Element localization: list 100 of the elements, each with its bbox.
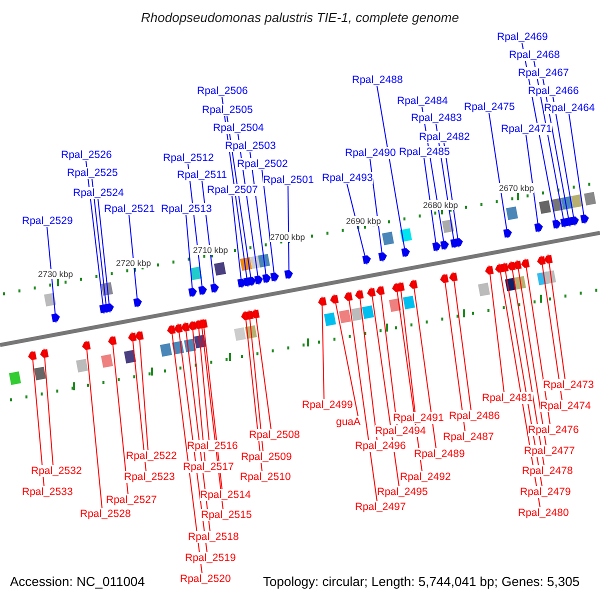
gene-glyph [344, 292, 353, 302]
gene-label: Rpal_2464 [544, 102, 595, 114]
gene-label: Rpal_2510 [240, 471, 291, 483]
gene-label: Rpal_2467 [518, 67, 569, 79]
gene-label: Rpal_2528 [80, 508, 131, 520]
gene-glyph [330, 294, 339, 304]
gene-glyph [513, 260, 522, 270]
gene-label: Rpal_2491 [393, 412, 444, 424]
gene-label: Rpal_2508 [249, 429, 300, 441]
leader-line [334, 294, 358, 416]
gene-label: Rpal_2471 [501, 123, 552, 135]
leader-line [138, 330, 148, 450]
leader-line [488, 112, 508, 238]
gene-glyph [181, 322, 190, 332]
gene-glyph [570, 216, 579, 226]
gene-label: Rpal_2469 [497, 31, 548, 43]
gene-label: Rpal_2484 [397, 95, 448, 107]
gene-glyph [40, 349, 49, 358]
gene-label: Rpal_2527 [106, 494, 157, 506]
leader-line [412, 279, 436, 448]
gene-glyph [355, 290, 364, 299]
gene-label: Rpal_2486 [449, 410, 500, 422]
leader-line [198, 319, 210, 440]
gene-label: Rpal_2476 [528, 424, 579, 436]
gene-glyph [188, 288, 197, 297]
leader-line [348, 291, 378, 502]
gene-glyph [254, 275, 263, 284]
gene-glyph [552, 220, 561, 228]
gene-label: Rpal_2501 [263, 174, 314, 186]
leader-line [424, 158, 438, 252]
scale-label: 2710 kbp [193, 245, 228, 255]
scale-label: 2720 kbp [116, 258, 151, 268]
gene-glyph [376, 286, 385, 296]
gene-glyph [409, 280, 418, 289]
gene-glyph [318, 297, 327, 306]
gene-label: Rpal_2506 [197, 85, 248, 97]
gene-label: Rpal_2489 [414, 448, 465, 460]
gene-label: Rpal_2512 [163, 152, 214, 164]
scale-label: 2700 kbp [270, 232, 305, 242]
leader-line [548, 254, 566, 380]
gene-label: Rpal_2481 [482, 392, 533, 404]
gene-glyph [128, 332, 137, 342]
gene-label: Rpal_2483 [411, 112, 462, 124]
leader-line [540, 255, 562, 400]
leader-line [526, 134, 540, 233]
leader-line [524, 258, 550, 424]
leader-line [380, 285, 398, 426]
leader-line [132, 332, 146, 472]
gene-glyph [503, 228, 512, 238]
gene-label: Rpal_2493 [322, 172, 373, 184]
gene-label: Rpal_2480 [518, 507, 569, 519]
gene-glyph [133, 298, 142, 307]
gene-label: Rpal_2533 [22, 486, 73, 498]
gene-label: Rpal_2482 [419, 131, 470, 143]
gene-glyph [167, 325, 176, 334]
gene-label: Rpal_2468 [509, 49, 560, 61]
leader-line [358, 289, 378, 440]
gene-label: Rpal_2503 [225, 140, 276, 152]
gene-label: Rpal_2532 [31, 465, 82, 477]
gene-label: Rpal_2523 [124, 471, 175, 483]
leader-line [192, 320, 206, 462]
gene-label: Rpal_2520 [180, 573, 231, 585]
gene-label: Rpal_2507 [207, 184, 258, 196]
leader-line [288, 186, 290, 280]
gene-glyph [135, 331, 144, 340]
scale-label: 2690 kbp [346, 216, 381, 226]
gene-glyph [251, 310, 260, 318]
leader-line [370, 287, 400, 486]
gene-label: Rpal_2518 [188, 531, 239, 543]
gene-label: Rpal_2496 [355, 440, 406, 452]
gene-label: Rpal_2514 [200, 489, 251, 501]
gene-glyph [544, 254, 553, 264]
gene-label: Rpal_2511 [177, 169, 228, 181]
gene-glyph [51, 313, 60, 322]
gene-label: Rpal_2517 [183, 461, 234, 473]
leader-line [46, 226, 56, 324]
gene-glyph [521, 259, 530, 268]
gene-label: Rpal_2509 [241, 451, 292, 463]
gene-glyph [362, 255, 371, 264]
gene-label: Rpal_2497 [355, 501, 406, 513]
gene-glyph [401, 248, 410, 257]
gene-label: Rpal_2499 [302, 399, 353, 411]
gene-label: Rpal_2529 [22, 215, 73, 227]
genome-summary-text: Topology: circular; Length: 5,744,041 bp; Genes: 5,305 [263, 574, 580, 589]
gene-label: Rpal_2474 [540, 400, 591, 412]
leader-line [552, 96, 576, 226]
gene-glyph [396, 282, 405, 292]
gene-glyph [454, 238, 463, 247]
scale-label: 2730 kbp [38, 269, 73, 279]
gene-glyph [262, 274, 271, 283]
leader-line [346, 184, 368, 265]
leader-line [248, 310, 264, 452]
gene-label: Rpal_2504 [213, 122, 264, 134]
chart-title: Rhodopseudomonas palustris TIE-1, complete genome [140, 10, 460, 25]
leader-line [44, 348, 54, 466]
gene-glyph [210, 284, 219, 292]
gene-glyph [500, 263, 509, 272]
gene-label: Rpal_2475 [464, 101, 515, 113]
gene-glyph [270, 272, 279, 282]
leader-line [98, 198, 110, 313]
